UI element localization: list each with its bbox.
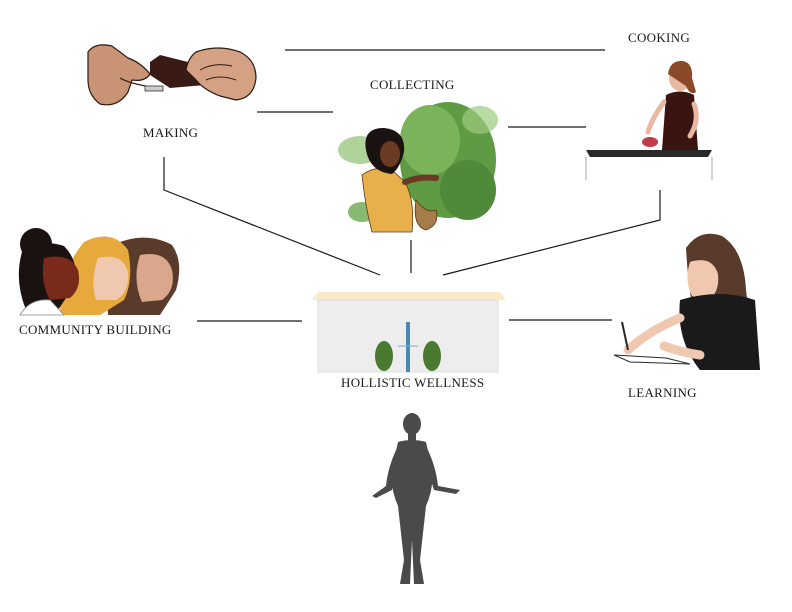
connector-lines xyxy=(163,49,661,322)
node-label-learning: LEARNING xyxy=(628,385,697,400)
connector-making-wellness xyxy=(163,157,381,276)
connector-cooking-wellness xyxy=(442,190,661,276)
woman-writing-illustration xyxy=(613,233,760,370)
node-label-making: MAKING xyxy=(143,125,199,140)
node-label-cooking: COOKING xyxy=(628,30,691,45)
woman-cooking-illustration xyxy=(585,60,713,180)
three-women-profile-illustration xyxy=(18,228,180,316)
woman-gathering-plants-illustration xyxy=(338,102,498,233)
node-label-collecting: COLLECTING xyxy=(370,77,455,92)
greenhouse-illustration xyxy=(312,292,506,373)
node-label-holistic-wellness: HOLLISTIC WELLNESS xyxy=(341,375,485,390)
node-label-community-building: COMMUNITY BUILDING xyxy=(19,322,172,337)
person-silhouette xyxy=(372,413,460,584)
hands-dropper-bottle-illustration xyxy=(87,44,257,106)
